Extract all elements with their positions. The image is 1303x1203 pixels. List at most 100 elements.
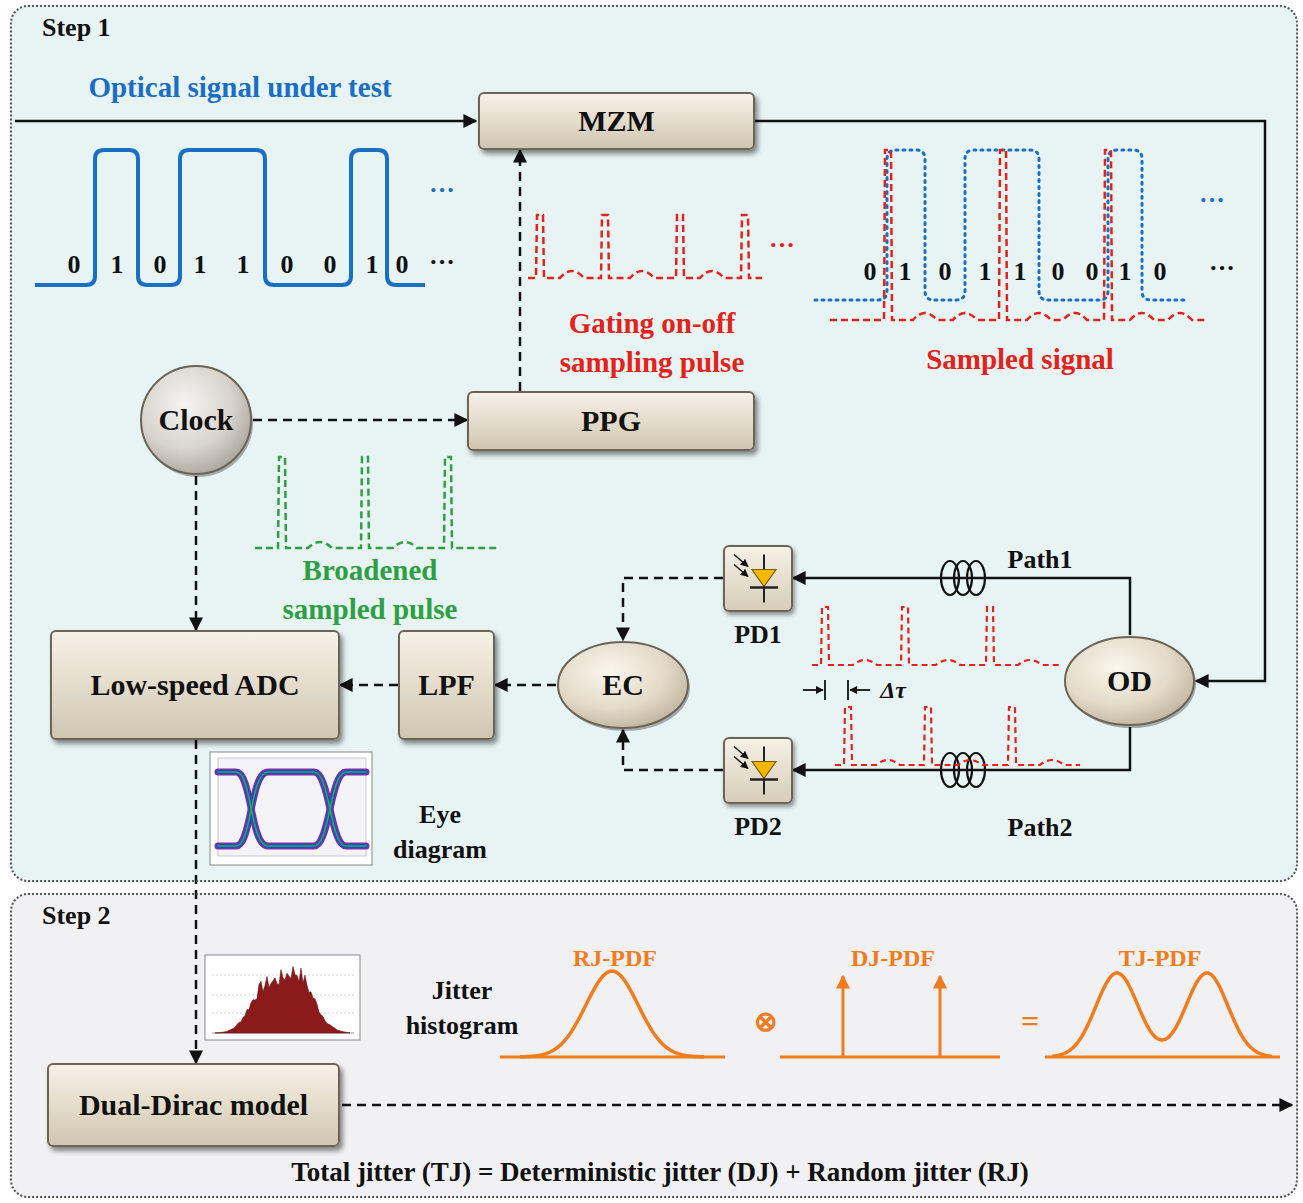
delayed-pulse-train (835, 707, 1080, 765)
histogram-bars (215, 967, 350, 1034)
axis-line (1045, 1056, 1280, 1059)
connector (253, 419, 467, 422)
text-label: ··· (1199, 182, 1225, 217)
adc-box: Low-speed ADC (50, 630, 340, 740)
step2-ground (10, 893, 1298, 1198)
connector (755, 121, 1265, 681)
coupler-ellipse: EC (556, 640, 690, 730)
text-holder: MZM (578, 104, 655, 138)
text-label: ··· (429, 172, 455, 207)
text-label: Path2 (1008, 810, 1073, 845)
text-label: Δτ (880, 674, 906, 706)
step1-ground (10, 5, 1298, 882)
gating-pulse-train (528, 215, 762, 278)
text-label: Gating on-off sampling pulse (512, 304, 792, 382)
connector (793, 578, 1130, 635)
text-label: Path1 (1008, 542, 1073, 577)
modulator-box: MZM (478, 92, 755, 150)
text-label: 0 (1154, 254, 1167, 289)
photodiode-symbol (725, 547, 791, 610)
node-label: PPG (581, 404, 641, 438)
delay-marker (803, 680, 870, 700)
eye-diagram-image (210, 752, 372, 865)
connector (495, 684, 556, 687)
text-label: Broadened sampled pulse (260, 551, 480, 629)
text-holder: LPF (418, 668, 475, 702)
sampled-pulse-train (830, 150, 1205, 320)
connector (623, 730, 723, 770)
photodiode-symbol (725, 739, 791, 802)
text-label: TJ-PDF (1119, 942, 1202, 974)
text-label: ··· (769, 227, 795, 262)
text-label: ··· (1209, 250, 1235, 285)
node-label: EC (602, 668, 644, 702)
text-label: 0 (324, 247, 337, 282)
connector (340, 684, 398, 687)
connector (623, 578, 723, 640)
input-signal-line (15, 120, 476, 123)
text-label: 0 (1052, 254, 1065, 289)
photodiode-box: PD1 (723, 545, 793, 612)
panel-heading: Step 1 (42, 13, 111, 43)
filter-box: LPF (398, 630, 495, 740)
input-waveform (35, 150, 425, 285)
splitter-ellipse: OD (1063, 635, 1196, 727)
node-label: Clock (159, 403, 234, 437)
text-label: = (1021, 1000, 1039, 1043)
rj-gaussian (520, 971, 704, 1057)
text-holder: Dual-Dirac model (79, 1088, 308, 1122)
text-label: ··· (429, 244, 455, 279)
node-label: LPF (418, 668, 475, 702)
photodiode-box: PD2 (723, 737, 793, 804)
node-label: Dual-Dirac model (79, 1088, 308, 1122)
clock-circle: Clock (139, 364, 253, 476)
step-panel: Step 2 Dual-Dirac model (10, 893, 1298, 1198)
text-label: 0 (68, 247, 81, 282)
text-holder: Low-speed ADC (90, 668, 299, 702)
text-label: 0 (154, 247, 167, 282)
text-label: 1 (237, 247, 250, 282)
text-holder: Clock (159, 403, 234, 437)
step-panel: Step 1MZMClockPPGLow-speed ADCLPFECPD1PD… (10, 5, 1298, 882)
delayed-pulse-train (812, 607, 1060, 665)
text-label: 1 (366, 247, 379, 282)
text-label: Optical signal under test (88, 68, 391, 107)
text-label: 1 (1014, 254, 1027, 289)
broadened-pulse-train (255, 457, 500, 548)
fiber-coil (941, 561, 985, 595)
jitter-histogram-image (205, 955, 360, 1040)
text-holder: OD (1107, 664, 1152, 698)
node-label: MZM (578, 104, 655, 138)
text-label: DJ-PDF (851, 942, 935, 974)
text-label: 0 (281, 247, 294, 282)
text-label: 1 (979, 254, 992, 289)
text-label: 1 (111, 247, 124, 282)
text-label: 1 (194, 247, 207, 282)
text-label: 1 (899, 254, 912, 289)
node-label: OD (1107, 664, 1152, 698)
node-label: Low-speed ADC (90, 668, 299, 702)
panel-heading: Step 2 (42, 901, 111, 931)
text-label: 0 (1086, 254, 1099, 289)
text-label: 0 (864, 254, 877, 289)
text-label: 0 (396, 247, 409, 282)
text-label: 0 (939, 254, 952, 289)
text-label: Jitter histogram (397, 973, 527, 1043)
text-label: Total jitter (TJ) = Deterministic jitter… (291, 1154, 1029, 1190)
text-label: ⊗ (754, 1003, 777, 1041)
text-label: RJ-PDF (573, 942, 657, 974)
text-holder: PPG (581, 404, 641, 438)
model-box: Dual-Dirac model (47, 1063, 340, 1147)
tj-gaussian (1052, 973, 1272, 1056)
output-arrow (342, 1104, 1292, 1107)
dirac-arrows (780, 976, 1000, 1057)
node-label: PD2 (734, 812, 782, 842)
fiber-coil (941, 753, 985, 787)
connector (195, 476, 198, 630)
node-label: PD1 (734, 620, 782, 650)
connector (195, 740, 198, 1063)
text-label: 1 (1119, 254, 1132, 289)
connector (519, 150, 522, 391)
text-label: Eye diagram (385, 797, 495, 867)
